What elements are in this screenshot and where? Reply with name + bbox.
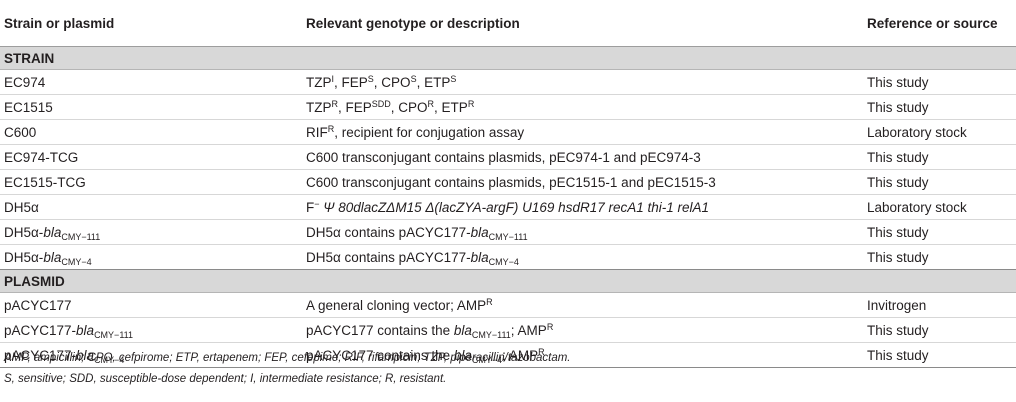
table-row: EC974-TCG C600 transconjugant contains p… bbox=[0, 145, 1016, 170]
reference-source: Laboratory stock bbox=[867, 199, 967, 215]
reference-source: This study bbox=[867, 99, 929, 115]
reference-source: This study bbox=[867, 174, 929, 190]
genotype-description: TZPR, FEPSDD, CPOR, ETPR bbox=[306, 98, 475, 115]
table-footnotes: AMP, ampicillin; CPO, cefpirome; ETP, er… bbox=[4, 348, 571, 390]
reference-source: This study bbox=[867, 149, 929, 165]
table-row: EC1515-TCG C600 transconjugant contains … bbox=[0, 170, 1016, 195]
table-row: pACYC177-blaCMY−111 pACYC177 contains th… bbox=[0, 318, 1016, 343]
strain-name: DH5α-blaCMY−4 bbox=[4, 249, 92, 267]
genotype-description: F− Ψ 80dlacZΔM15 Δ(lacZYA-argF) U169 hsd… bbox=[306, 198, 710, 215]
strains-plasmids-table: Strain or plasmid Relevant genotype or d… bbox=[0, 0, 1016, 368]
reference-source: This study bbox=[867, 249, 929, 265]
reference-source: This study bbox=[867, 347, 929, 363]
genotype-description: pACYC177 contains the blaCMY−4; AMPR bbox=[306, 346, 545, 365]
genotype-description: RIFR, recipient for conjugation assay bbox=[306, 123, 525, 140]
strain-name: EC974 bbox=[4, 74, 46, 90]
table-row: pACYC177-blaCMY−4 pACYC177 contains the … bbox=[0, 343, 1016, 368]
plasmid-name: pACYC177-blaCMY−111 bbox=[4, 322, 133, 340]
table-row: DH5α F− Ψ 80dlacZΔM15 Δ(lacZYA-argF) U16… bbox=[0, 195, 1016, 220]
plasmid-name: pACYC177-blaCMY−4 bbox=[4, 347, 125, 365]
reference-source: Laboratory stock bbox=[867, 124, 967, 140]
reference-source: Invitrogen bbox=[867, 297, 927, 313]
section-plasmid: PLASMID bbox=[0, 270, 1016, 293]
strain-name: DH5α-blaCMY−111 bbox=[4, 224, 101, 242]
section-label: STRAIN bbox=[4, 50, 55, 66]
reference-source: This study bbox=[867, 224, 929, 240]
genotype-description: TZPI, FEPS, CPOS, ETPS bbox=[306, 73, 457, 90]
table-row: EC974 TZPI, FEPS, CPOS, ETPS This study bbox=[0, 70, 1016, 95]
genotype-description: A general cloning vector; AMPR bbox=[306, 296, 493, 313]
footnote-susceptibility: S, sensitive; SDD, susceptible-dose depe… bbox=[4, 373, 447, 385]
strain-name: C600 bbox=[4, 124, 37, 140]
strain-name: EC1515 bbox=[4, 99, 53, 115]
table-row: DH5α-blaCMY−111 DH5α contains pACYC177-b… bbox=[0, 220, 1016, 245]
genotype-description: C600 transconjugant contains plasmids, p… bbox=[306, 149, 701, 165]
strain-name: EC974-TCG bbox=[4, 149, 79, 165]
table-row: EC1515 TZPR, FEPSDD, CPOR, ETPR This stu… bbox=[0, 95, 1016, 120]
section-label: PLASMID bbox=[4, 273, 65, 289]
table-row: C600 RIFR, recipient for conjugation ass… bbox=[0, 120, 1016, 145]
genotype-description: C600 transconjugant contains plasmids, p… bbox=[306, 174, 716, 190]
header-genotype: Relevant genotype or description bbox=[306, 15, 520, 31]
section-strain: STRAIN bbox=[0, 47, 1016, 70]
genotype-description: pACYC177 contains the blaCMY−111; AMPR bbox=[306, 321, 554, 340]
genotype-description: DH5α contains pACYC177-blaCMY−4 bbox=[306, 249, 519, 267]
reference-source: This study bbox=[867, 322, 929, 338]
plasmid-name: pACYC177 bbox=[4, 297, 72, 313]
header-strain-or-plasmid: Strain or plasmid bbox=[4, 15, 115, 31]
header-reference: Reference or source bbox=[867, 15, 998, 31]
genotype-description: DH5α contains pACYC177-blaCMY−111 bbox=[306, 224, 528, 242]
reference-source: This study bbox=[867, 74, 929, 90]
strain-name: DH5α bbox=[4, 199, 39, 215]
footnote-abbreviations: AMP, ampicillin; CPO, cefpirome; ETP, er… bbox=[4, 352, 571, 364]
table-header: Strain or plasmid Relevant genotype or d… bbox=[0, 0, 1016, 47]
table-row: pACYC177 A general cloning vector; AMPR … bbox=[0, 293, 1016, 318]
table-row: DH5α-blaCMY−4 DH5α contains pACYC177-bla… bbox=[0, 245, 1016, 270]
strain-name: EC1515-TCG bbox=[4, 174, 86, 190]
